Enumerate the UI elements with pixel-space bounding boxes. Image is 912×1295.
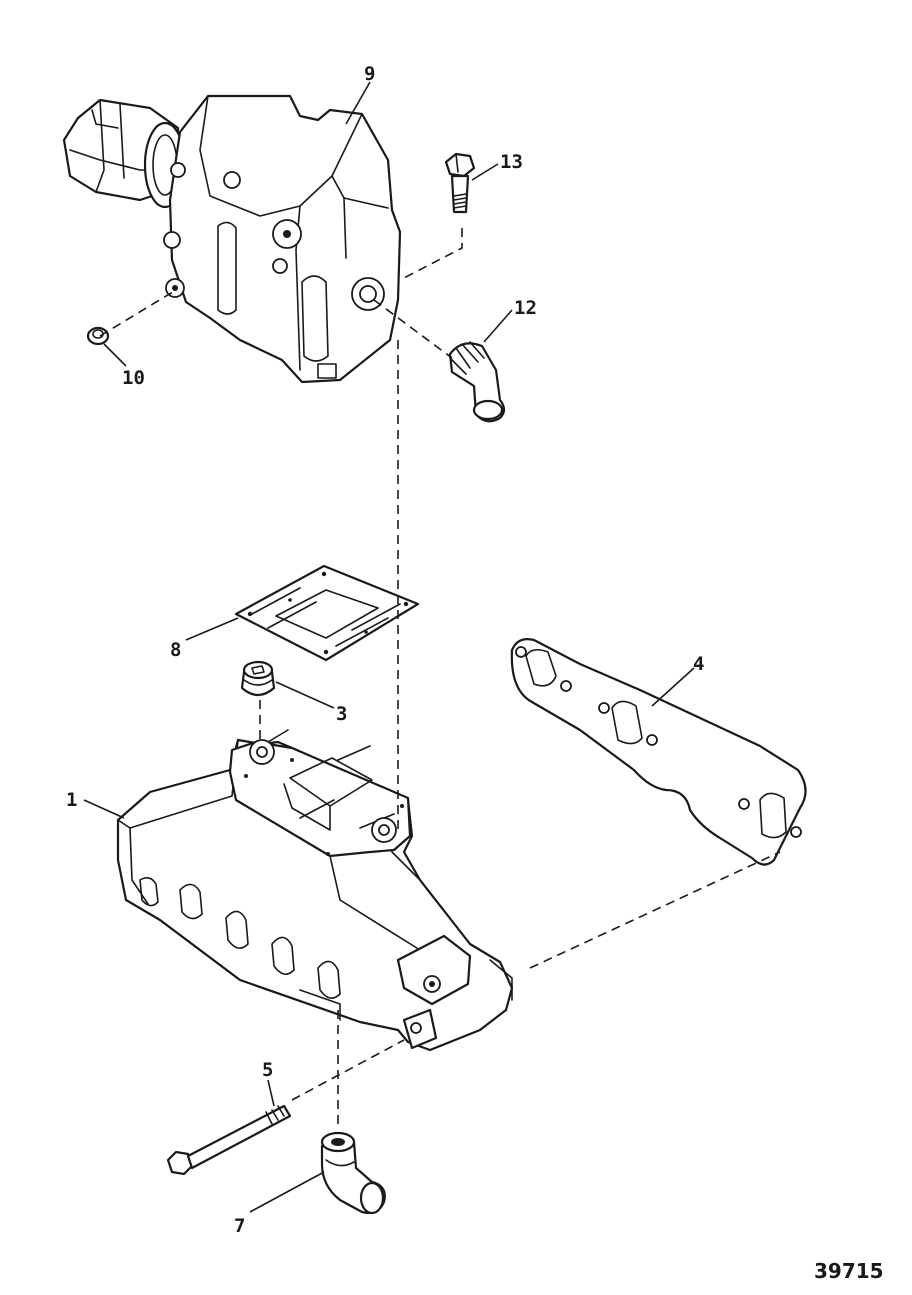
callout-8: 8 bbox=[170, 639, 181, 661]
exhaust-manifold-part-1 bbox=[116, 729, 514, 1052]
long-bolt-part-5 bbox=[166, 1104, 292, 1176]
hose-fitting-part-12 bbox=[448, 341, 506, 423]
bolt-part-13 bbox=[444, 152, 476, 214]
callout-9: 9 bbox=[364, 63, 375, 85]
manifold-gasket-part-4 bbox=[510, 638, 807, 866]
callout-5: 5 bbox=[262, 1059, 273, 1081]
leader-lines bbox=[83, 81, 695, 1213]
callout-10: 10 bbox=[122, 367, 145, 389]
assembly-dash-lines bbox=[99, 228, 781, 1130]
callout-13: 13 bbox=[500, 151, 523, 173]
callout-12: 12 bbox=[514, 297, 537, 319]
gasket-part-8 bbox=[234, 564, 420, 662]
callout-1: 1 bbox=[66, 789, 77, 811]
plug-part-10 bbox=[86, 326, 110, 346]
callout-3: 3 bbox=[336, 703, 347, 725]
plug-part-3 bbox=[240, 660, 276, 697]
figure-number: 39715 bbox=[814, 1259, 884, 1283]
exhaust-elbow-part-9 bbox=[62, 94, 402, 384]
elbow-fitting-part-7 bbox=[320, 1131, 386, 1215]
callout-7: 7 bbox=[234, 1215, 245, 1237]
callout-4: 4 bbox=[693, 653, 704, 675]
callout-labels: 9 13 10 12 8 3 4 1 5 7 bbox=[66, 63, 704, 1237]
